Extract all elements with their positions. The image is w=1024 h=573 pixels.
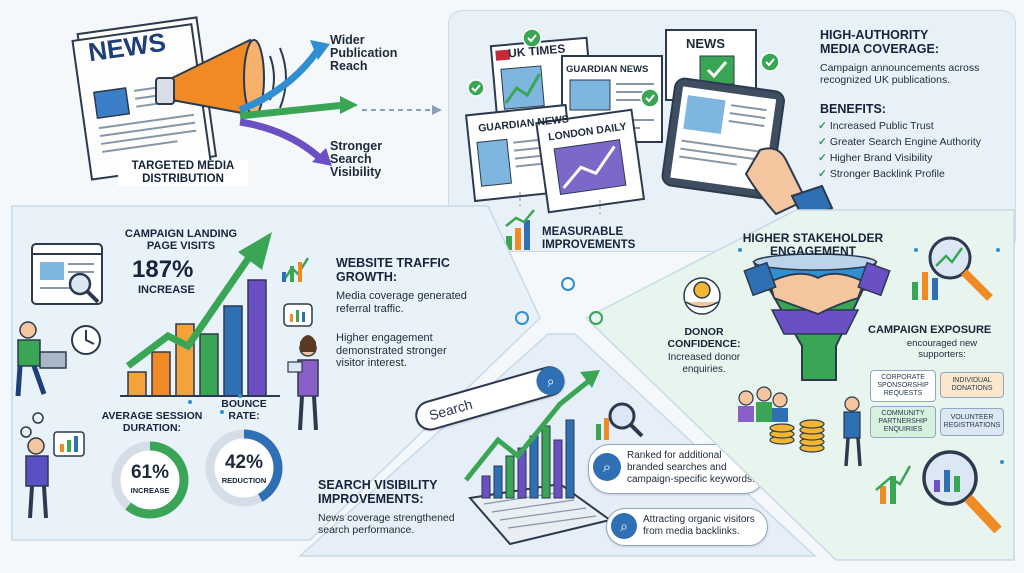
benefit-item: ✓Stronger Backlink Profile [818,168,945,180]
benefits-list: ✓Increased Public Trust ✓Greater Search … [818,118,981,182]
traffic-title: WEBSITE TRAFFIC GROWTH: [336,256,450,284]
donor-desc: Increased donor enquiries. [667,352,741,375]
bounce-rate-arc [205,429,283,507]
benefit-item: ✓Higher Brand Visibility [818,152,933,164]
stakeholder-title: HIGHER STAKEHOLDER ENGAGEMENT [742,231,884,258]
bounce-rate-change: REDUCTION [221,476,267,485]
session-duration-arc [111,441,189,519]
search-point-2: ⌕ Attracting organic visitors from media… [606,508,768,546]
measurable-label: MEASURABLE IMPROVEMENTS [542,226,636,251]
bounce-rate-label: BOUNCE RATE: [221,398,267,422]
magnifier-icon: ⌕ [593,453,621,481]
exposure-desc: encouraged new supporters: [906,338,978,360]
tag-corporate-sponsorship: CORPORATE SPONSORSHIP REQUESTS [870,370,936,402]
session-duration-change: INCREASE [130,486,170,495]
coverage-title: HIGH-AUTHORITY MEDIA COVERAGE: [820,28,939,56]
search-icon: ⌕ [533,363,568,399]
search-point-1-text: Ranked for additional branded searches a… [627,450,755,485]
session-duration-value: 61% [130,462,170,483]
newspaper-headline: NEWS [86,26,168,68]
search-point-1: ⌕ Ranked for additional branded searches… [588,444,766,494]
session-duration-label: AVERAGE SESSION DURATION: [101,410,203,434]
check-icon: ✓ [818,168,827,180]
search-bar[interactable]: Search ⌕ [411,362,569,434]
bounce-rate-value: 42% [224,452,264,473]
traffic-desc-1: Media coverage generated referral traffi… [336,290,467,315]
paper-guardian-top: GUARDIAN NEWS [566,64,649,75]
magnifier-icon: ⌕ [611,513,637,539]
benefits-title: BENEFITS: [820,102,886,116]
visibility-label: Stronger Search Visibility [330,139,383,179]
benefit-item: ✓Greater Search Engine Authority [818,136,981,148]
tag-volunteer-registrations: VOLUNTEER REGISTRATIONS [940,408,1004,436]
landing-visits-label: CAMPAIGN LANDING PAGE VISITS [124,228,238,252]
bounce-rate-ring [205,429,283,507]
search-title: SEARCH VISIBILITY IMPROVEMENTS: [318,478,438,506]
check-icon: ✓ [818,152,827,164]
traffic-desc-2: Higher engagement demonstrated stronger … [336,332,447,369]
tablet-news-headline: NEWS [686,36,725,51]
tag-community-partnership: COMMUNITY PARTNERSHIP ENQUIRIES [870,406,936,438]
search-input-text: Search [427,395,475,424]
reach-label: Wider Publication Reach [330,33,398,73]
exposure-title: CAMPAIGN EXPOSURE [868,324,992,336]
distribution-label: TARGETED MEDIA DISTRIBUTION [118,160,248,186]
coverage-description: Campaign announcements across recognized… [820,62,980,86]
benefit-item: ✓Increased Public Trust [818,120,934,132]
tag-individual-donations: INDIVIDUAL DONATIONS [940,372,1004,398]
session-duration-ring [111,441,189,519]
check-icon: ✓ [818,120,827,132]
check-icon: ✓ [818,136,827,148]
landing-visits-change: INCREASE [138,284,195,296]
search-point-2-text: Attracting organic visitors from media b… [643,514,755,537]
search-desc: News coverage strengthened search perfor… [318,512,455,536]
donor-title: DONOR CONFIDENCE: [667,326,741,350]
landing-visits-value: 187% [132,256,194,283]
